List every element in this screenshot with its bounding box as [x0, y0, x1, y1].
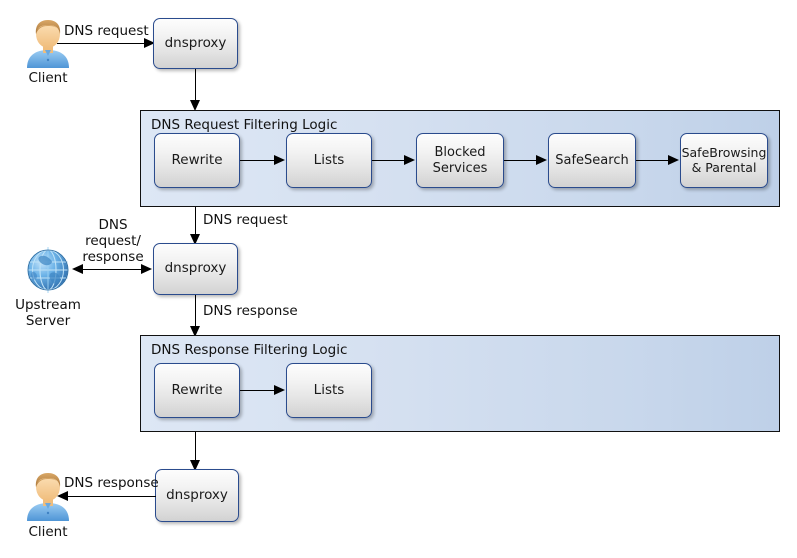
edge-upstream-proxy-arrowhead-right	[141, 263, 152, 274]
person-icon	[21, 469, 75, 523]
edge-label-dns-request-middle: DNS request	[203, 212, 288, 228]
actor-caption-client-top: Client	[28, 70, 68, 86]
stage-safebrowsing-parental-line2: & Parental	[691, 159, 757, 175]
dnsproxy-middle-label: dnsproxy	[164, 260, 227, 277]
stage-lists-response-label: Lists	[313, 381, 345, 398]
edge-rewrite-to-lists-response-line	[240, 390, 275, 391]
group-title-response-filtering: DNS Response Filtering Logic	[151, 342, 348, 358]
edge-blocked-to-safesearch-line	[504, 160, 537, 161]
edge-label-upstream-line3: response	[82, 249, 144, 265]
stage-blocked-services-line2: Services	[432, 160, 488, 176]
edge-proxy-top-to-filter-arrowhead	[189, 100, 200, 111]
edge-client-to-proxy-top-arrowhead	[144, 37, 155, 48]
group-title-request-filtering: DNS Request Filtering Logic	[151, 117, 338, 133]
edge-rewrite-to-lists-line	[240, 160, 275, 161]
stage-safebrowsing-parental[interactable]: SafeBrowsing & Parental	[680, 133, 768, 188]
edge-label-dns-response-bottom: DNS response	[64, 475, 159, 491]
actor-caption-upstream-line2: Server	[25, 313, 71, 329]
stage-lists[interactable]: Lists	[286, 133, 372, 188]
edge-proxy-middle-to-response-filter-line	[195, 295, 196, 331]
edge-proxy-middle-to-response-filter-arrowhead	[189, 326, 200, 337]
group-response-filtering: DNS Response Filtering Logic	[140, 335, 780, 432]
stage-safebrowsing-parental-line1: SafeBrowsing	[681, 144, 767, 160]
edge-safesearch-to-safebrowsing-line	[636, 160, 669, 161]
edge-blocked-to-safesearch-arrowhead	[536, 154, 547, 165]
edge-lists-to-blocked-line	[372, 160, 405, 161]
edge-proxy-bottom-to-client-arrowhead	[57, 490, 68, 501]
edge-proxy-top-to-filter-line	[195, 69, 196, 105]
stage-rewrite-response-label: Rewrite	[171, 381, 223, 398]
dnsproxy-top-node[interactable]: dnsproxy	[153, 18, 238, 69]
edge-lists-to-blocked-arrowhead	[404, 154, 415, 165]
edge-label-upstream-line2: request/	[85, 233, 141, 249]
edge-label-dns-response-middle: DNS response	[203, 303, 298, 319]
stage-blocked-services-line1: Blocked	[434, 145, 486, 161]
edge-filter-to-proxy-middle-arrowhead	[189, 234, 200, 245]
stage-rewrite[interactable]: Rewrite	[154, 133, 240, 188]
stage-blocked-services-label: Blocked Services	[433, 145, 488, 176]
edge-client-to-proxy-top-line	[57, 43, 145, 44]
dnsproxy-middle-node[interactable]: dnsproxy	[153, 243, 238, 295]
edge-proxy-bottom-to-client-line	[68, 496, 156, 497]
stage-safesearch[interactable]: SafeSearch	[548, 133, 636, 188]
stage-blocked-services[interactable]: Blocked Services	[416, 133, 504, 188]
stage-safebrowsing-parental-label: SafeBrowsing & Parental	[681, 144, 767, 176]
stage-safesearch-label: SafeSearch	[555, 152, 629, 168]
edge-safesearch-to-safebrowsing-arrowhead	[668, 154, 679, 165]
stage-rewrite-label: Rewrite	[171, 151, 223, 168]
dnsproxy-top-label: dnsproxy	[164, 34, 227, 51]
edge-upstream-proxy-arrowhead-left	[72, 263, 83, 274]
edge-filter-to-proxy-middle-line	[195, 207, 196, 238]
edge-upstream-proxy-line	[82, 269, 148, 270]
stage-rewrite-response[interactable]: Rewrite	[154, 363, 240, 418]
actor-caption-client-bottom: Client	[28, 524, 68, 540]
edge-rewrite-to-lists-arrowhead	[274, 154, 285, 165]
globe-icon	[21, 243, 75, 297]
actor-caption-upstream-line1: Upstream	[15, 297, 81, 313]
stage-lists-response[interactable]: Lists	[286, 363, 372, 418]
edge-response-filter-to-proxy-bottom-line	[195, 432, 196, 464]
dnsproxy-bottom-label: dnsproxy	[166, 486, 228, 503]
stage-lists-label: Lists	[313, 151, 345, 168]
edge-response-filter-to-proxy-bottom-arrowhead	[189, 460, 200, 471]
person-icon	[21, 16, 75, 70]
dnsproxy-bottom-node[interactable]: dnsproxy	[155, 469, 239, 522]
edge-label-dns-request-top: DNS request	[64, 23, 149, 39]
edge-label-upstream-line1: DNS	[98, 217, 128, 233]
edge-rewrite-to-lists-response-arrowhead	[274, 384, 285, 395]
